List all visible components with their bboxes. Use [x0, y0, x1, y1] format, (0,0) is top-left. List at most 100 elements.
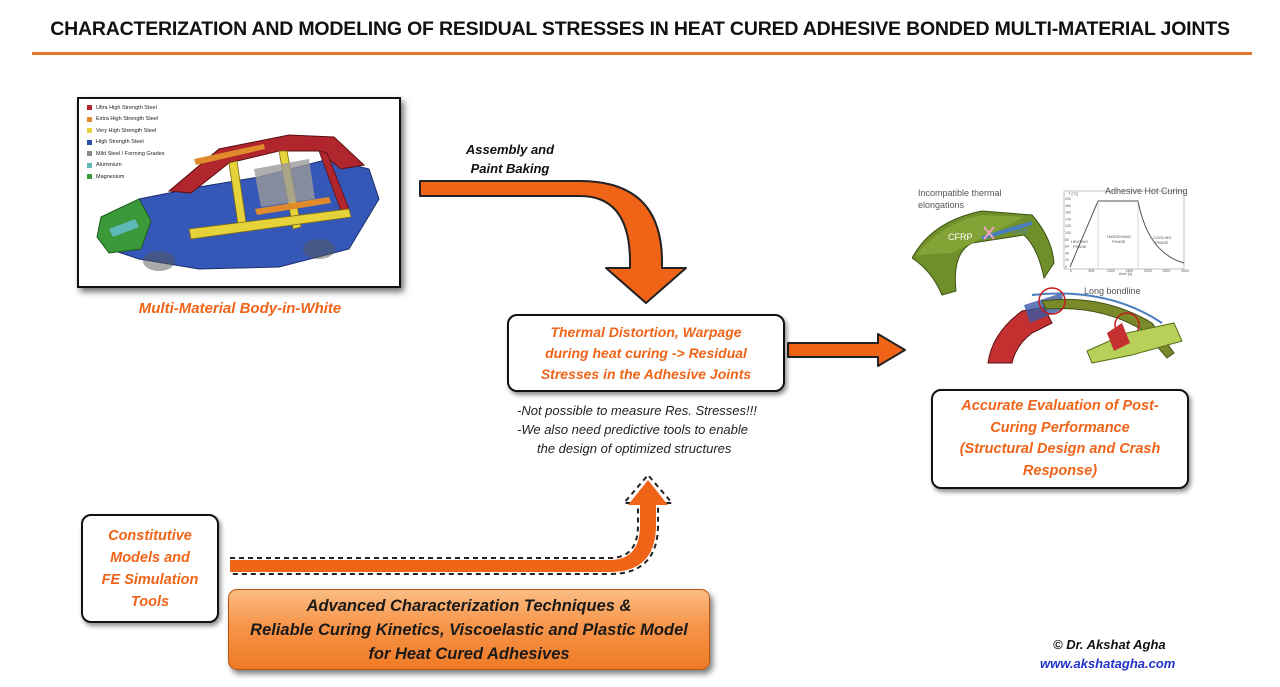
temp-axis: T [°C]	[1068, 191, 1078, 196]
bondline-label: Long bondline	[1084, 286, 1141, 296]
thermal-line: during heat curing -> Residual	[545, 344, 747, 361]
x-tick-label: 2000	[1144, 269, 1152, 273]
legend-item: Ultra High Strength Steel	[87, 102, 164, 114]
legend-item: Extra High Strength Steel	[87, 114, 164, 126]
incompatible-line-1: Incompatible thermal	[918, 188, 1002, 198]
legend-item: Magnesium	[87, 171, 164, 183]
phase-cooling-1: COOLING	[1153, 235, 1171, 240]
accurate-line: Accurate Evaluation of Post-	[961, 398, 1159, 414]
advanced-line: for Heat Cured Adhesives	[368, 644, 570, 663]
constitutive-line: Models and	[110, 549, 190, 566]
legend-item: Aluminium	[87, 160, 164, 172]
car-body-image: Ultra High Strength Steel Extra High Str…	[77, 97, 401, 288]
steel-label: Steel	[1012, 228, 1028, 235]
legend-label: Ultra High Strength Steel	[96, 104, 157, 111]
y-tick-label: 140	[1065, 217, 1071, 221]
x-tick-label: 2500	[1163, 269, 1171, 273]
notes: -Not possible to measure Res. Stresses!!…	[500, 401, 800, 458]
legend-swatch	[87, 128, 92, 134]
x-tick-label: 0	[1070, 269, 1072, 273]
phase-hardening-2: PHASE	[1112, 239, 1126, 244]
car-body-illustration	[96, 134, 380, 271]
constitutive-text: Constitutive Models and FE Simulation To…	[102, 525, 199, 613]
curing-figure: CFRP Steel Incompatible thermal elongati…	[911, 183, 1192, 383]
note-line: the design of optimized structures	[537, 441, 732, 456]
phase-cooling-2: PHASE	[1155, 240, 1169, 245]
x-ticks: 0 500 1000 1500 2000 2500 3000	[1070, 269, 1189, 273]
note-line: -Not possible to measure Res. Stresses!!…	[517, 403, 757, 418]
page-title: CHARACTERIZATION AND MODELING OF RESIDUA…	[50, 18, 1230, 40]
constitutive-models-box: Constitutive Models and FE Simulation To…	[81, 514, 219, 623]
x-tick-label: 500	[1089, 269, 1095, 273]
arrow-tools-fill	[230, 480, 668, 572]
legend-label: Aluminium	[96, 162, 122, 169]
body-in-white-label: Multi-Material Body-in-White	[138, 300, 342, 317]
phase-heating-2: PHASE	[1073, 244, 1087, 249]
arrow-tools-dash	[230, 497, 648, 566]
legend-swatch	[87, 116, 92, 122]
thermal-text: Thermal Distortion, Warpage during heat …	[541, 322, 751, 385]
curing-title: Adhesive Hot Curing	[1105, 186, 1188, 196]
legend-label: Mild Steel / Forming Grades	[96, 150, 165, 157]
legend-label: Magnesium	[96, 173, 125, 180]
legend-swatch	[87, 151, 92, 157]
assembly-line: Assembly and	[465, 142, 555, 157]
y-tick-label: 40	[1065, 251, 1069, 255]
legend-swatch	[87, 105, 92, 111]
note-line: -We also need predictive tools to enable	[517, 422, 749, 437]
accurate-line: Response)	[1022, 462, 1098, 479]
phase-hardening-1: HARDENING	[1107, 234, 1131, 239]
y-tick-label: 60	[1065, 245, 1069, 249]
cfrp-label: CFRP	[948, 232, 973, 242]
x-tick-label: 1500	[1126, 269, 1134, 273]
accurate-evaluation-box: Accurate Evaluation of Post- Curing Perf…	[931, 389, 1189, 489]
y-tick-label: 200	[1065, 197, 1071, 201]
y-tick-label: 160	[1065, 211, 1071, 215]
title-underline	[32, 52, 1252, 55]
curing-illustration: CFRP Steel Incompatible thermal elongati…	[911, 186, 1189, 364]
constitutive-line: Tools	[130, 593, 170, 610]
copyright: © Dr. Akshat Agha	[1053, 637, 1166, 652]
legend-label: High Strength Steel	[96, 139, 144, 146]
assembly-line: Paint Baking	[470, 161, 550, 176]
arrow-tools-to-thermal	[230, 474, 673, 575]
thermal-line: Thermal Distortion, Warpage	[550, 323, 742, 340]
y-tick-label: 0	[1065, 265, 1067, 269]
accurate-text: Accurate Evaluation of Post- Curing Perf…	[960, 396, 1161, 482]
y-tick-label: 100	[1065, 231, 1071, 235]
legend-swatch	[87, 139, 92, 145]
legend-label: Extra High Strength Steel	[96, 116, 159, 123]
legend-swatch	[87, 162, 92, 168]
assembly-label: Assembly and Paint Baking	[445, 140, 575, 178]
advanced-line: Reliable Curing Kinetics, Viscoelastic a…	[250, 620, 688, 639]
y-tick-label: 80	[1065, 238, 1069, 242]
y-tick-label: 180	[1065, 204, 1071, 208]
incompatible-line-2: elongations	[918, 200, 965, 210]
phase-heating-1: HEATING	[1071, 239, 1088, 244]
y-tick-label: 20	[1065, 258, 1069, 262]
thermal-line: Stresses in the Adhesive Joints	[540, 365, 752, 382]
accurate-line: (Structural Design and Crash	[959, 441, 1161, 457]
constitutive-line: Constitutive	[108, 527, 192, 544]
arrow-assembly-to-thermal	[419, 180, 687, 304]
legend-label: Very High Strength Steel	[96, 127, 157, 134]
legend-item: Very High Strength Steel	[87, 125, 164, 137]
material-legend: Ultra High Strength Steel Extra High Str…	[87, 102, 164, 183]
x-tick-label: 1000	[1107, 269, 1115, 273]
arrow-thermal-to-accurate	[787, 333, 906, 367]
constitutive-line: FE Simulation	[101, 571, 199, 588]
advanced-characterization-box: Advanced Characterization Techniques & R…	[228, 589, 710, 670]
thermal-distortion-box: Thermal Distortion, Warpage during heat …	[507, 314, 785, 392]
advanced-line: Advanced Characterization Techniques &	[306, 596, 632, 615]
website-link[interactable]: www.akshatagha.com	[1040, 656, 1176, 671]
legend-swatch	[87, 174, 92, 180]
curing-graph: Adhesive Hot Curing T [°C] HEATING PHASE…	[1063, 186, 1189, 276]
legend-item: Mild Steel / Forming Grades	[87, 148, 164, 160]
y-tick-label: 120	[1065, 224, 1071, 228]
time-axis: time [s]	[1119, 271, 1132, 276]
legend-item: High Strength Steel	[87, 137, 164, 149]
accurate-line: Curing Performance	[990, 419, 1130, 436]
x-tick-label: 3000	[1181, 269, 1189, 273]
